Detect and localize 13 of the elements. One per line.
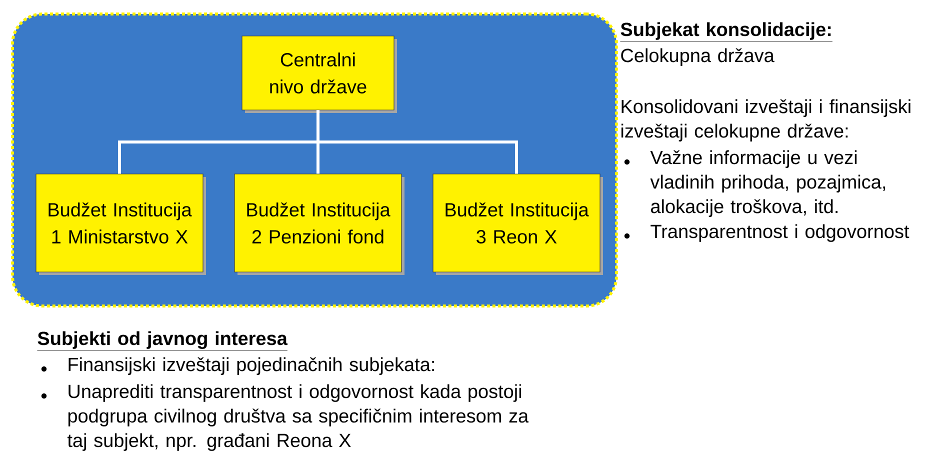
section-heading: Subjekat konsolidacije: xyxy=(620,22,833,42)
bullet-text: Važne informacije u vezi vladinih prihoda, pozajmica, alokacije troškova, itd. xyxy=(650,150,886,217)
text-line: Celokupna država xyxy=(621,48,774,66)
section-heading: Subjekti od javnog interesa xyxy=(37,331,288,351)
text-line: Konsolidovani izveštaji i finansijski izveštaji celokupne države: xyxy=(621,99,910,142)
bullet-text: Transparentnost i odgovornost xyxy=(650,224,910,242)
bullet-text: Unaprediti transparentnost i odgovornost kada postoji podgrupa civilnog društva sa specifičnim interesom za taj subjekt, npr. građani Reona X xyxy=(67,384,529,451)
org-box: Budžet Institucija 1 Ministarstvo X xyxy=(36,174,204,272)
org-box: Budžet Institucija 2 Penzioni fond xyxy=(234,174,402,272)
connector-line xyxy=(316,110,518,174)
org-box: Budžet Institucija 3 Reon X xyxy=(432,174,600,272)
org-box: Centralni nivo države xyxy=(242,36,394,110)
bullet-text: Finansijski izveštaji pojedinačnih subjekata: xyxy=(68,357,434,375)
